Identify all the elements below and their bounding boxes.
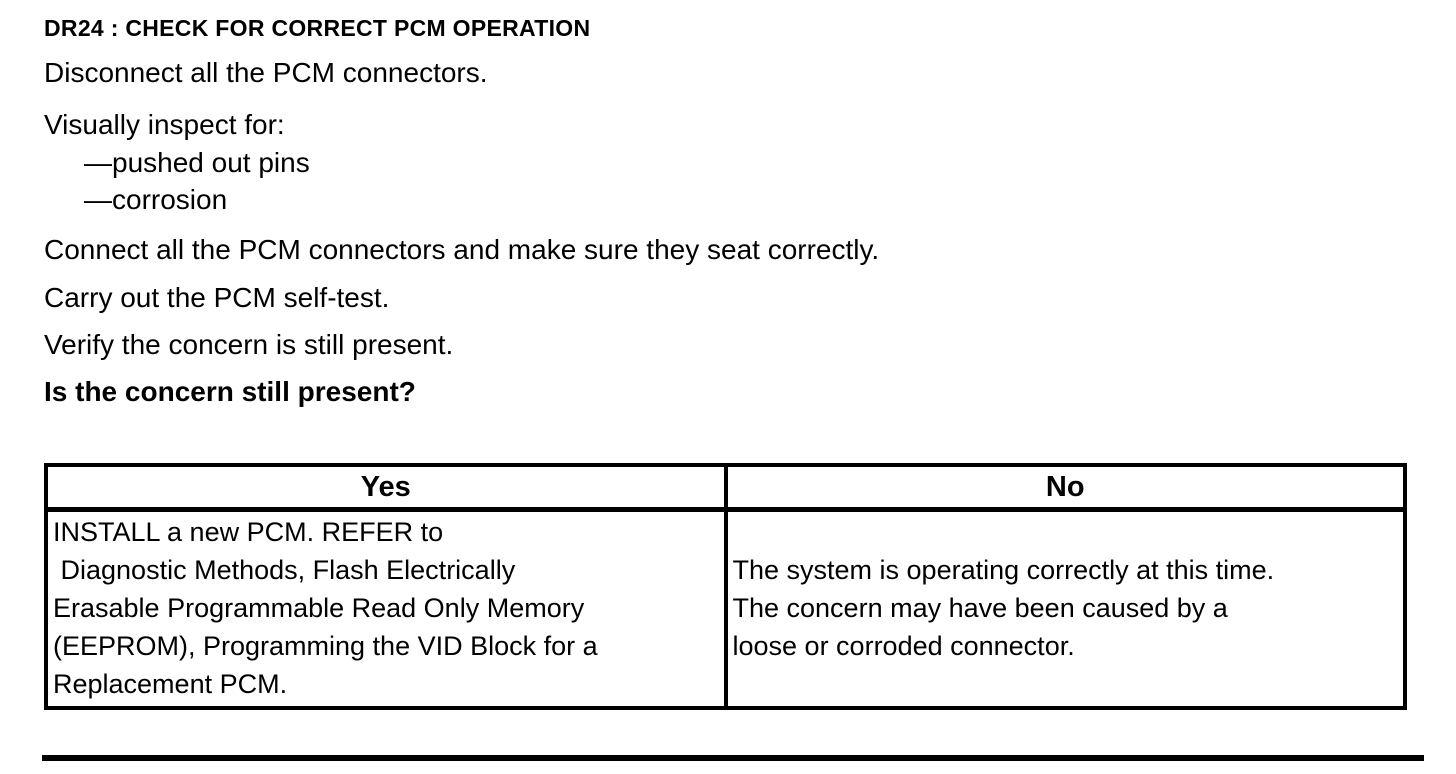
decision-cell-yes: INSTALL a new PCM. REFER to Diagnostic M…	[44, 507, 728, 710]
question-concern-still-present: Is the concern still present?	[44, 376, 416, 407]
instruction-verify-concern: Verify the concern is still present.	[44, 329, 454, 360]
instruction-visually-inspect: Visually inspect for:	[44, 109, 285, 140]
decision-table: Yes No INSTALL a new PCM. REFER to Diagn…	[44, 463, 1407, 710]
instruction-connect-connectors: Connect all the PCM connectors and make …	[44, 234, 880, 265]
procedure-title: DR24 : CHECK FOR CORRECT PCM OPERATION	[44, 14, 1424, 42]
decision-table-header-no: No	[723, 463, 1407, 512]
instruction-disconnect-connectors: Disconnect all the PCM connectors.	[44, 57, 488, 88]
bottom-rule	[42, 755, 1424, 761]
list-item-pushed-out-pins: —pushed out pins	[84, 147, 310, 178]
decision-table-header-yes: Yes	[44, 463, 728, 512]
procedure-title-text: DR24 : CHECK FOR CORRECT PCM OPERATION	[44, 15, 591, 41]
decision-table-header-row: Yes No	[44, 463, 1407, 512]
list-item-corrosion: —corrosion	[84, 184, 228, 215]
decision-table-body-row: INSTALL a new PCM. REFER to Diagnostic M…	[44, 507, 1407, 710]
instruction-self-test: Carry out the PCM self-test.	[44, 282, 390, 313]
decision-cell-no: The system is operating correctly at thi…	[723, 507, 1407, 710]
